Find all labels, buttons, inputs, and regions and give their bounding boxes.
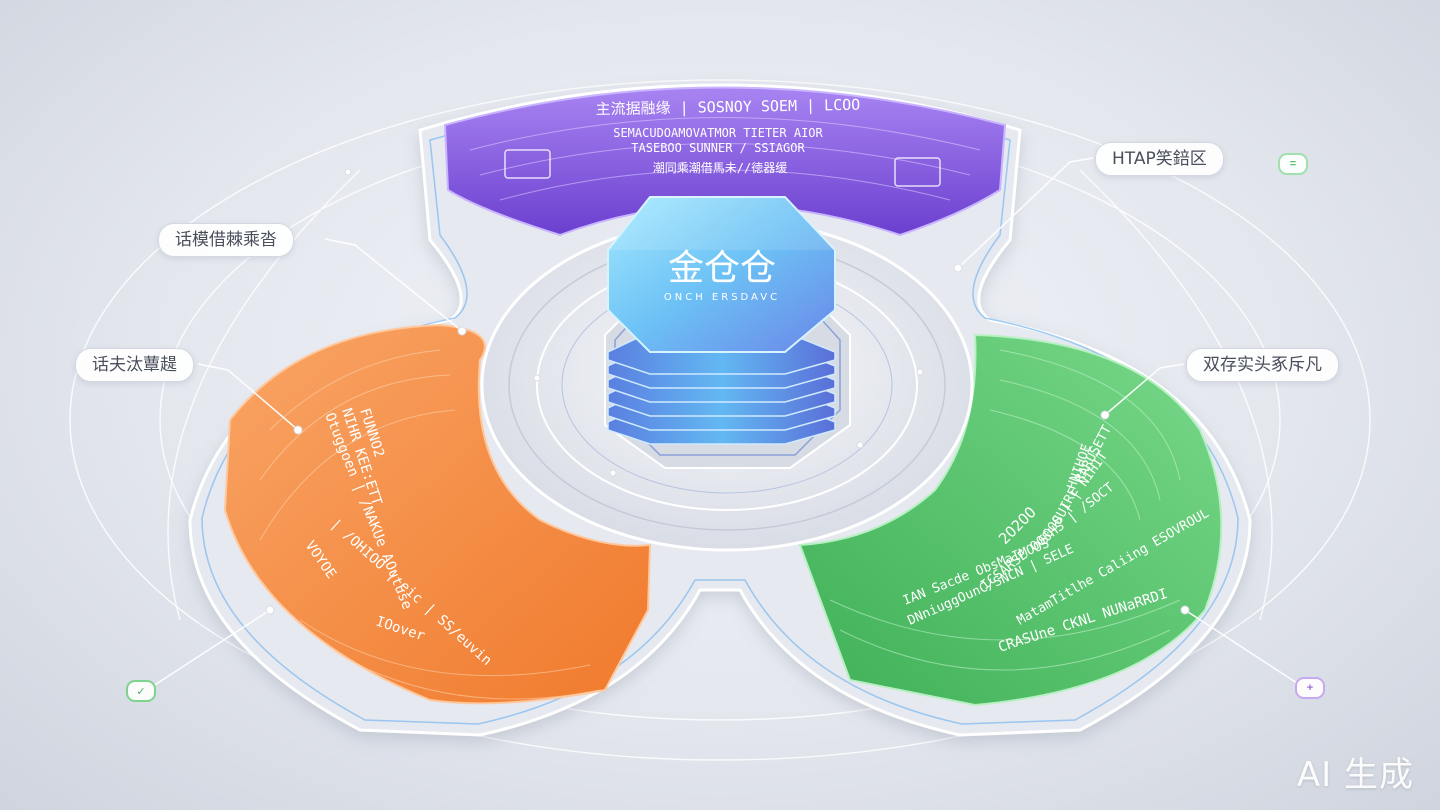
callout-top-left: 话模借棘乘沓 xyxy=(158,223,294,257)
connector-lines xyxy=(149,157,1301,689)
callout-mid-right: 双存实头豖斥凡 xyxy=(1186,348,1339,382)
plus-icon[interactable]: + xyxy=(1295,677,1325,699)
check-icon[interactable]: ✓ xyxy=(126,680,156,702)
top-line-1: 主流据融缘 | SOSNOY SOEM | LCOO xyxy=(595,96,860,119)
callout-mid-left: 话夫汰蕈趧 xyxy=(75,348,194,382)
center-title: 金仓仓 xyxy=(668,248,776,289)
equal-icon[interactable]: = xyxy=(1278,153,1308,175)
callout-top-right: HTAP笑錇区 xyxy=(1095,142,1224,176)
top-line-3: TASEBOO SUNNER / SSIAGOR xyxy=(631,141,805,155)
top-line-2: SEMACUDOAMOVATMOR TIETER AIOR xyxy=(613,126,823,140)
segment-right[interactable] xyxy=(798,333,1223,707)
center-label: 金仓仓 ONCH ERSDAVC xyxy=(664,248,780,303)
segment-left[interactable] xyxy=(223,323,652,705)
segment-top[interactable] xyxy=(443,86,1007,237)
center-subtitle: ONCH ERSDAVC xyxy=(664,292,780,303)
watermark: AI 生成 xyxy=(1296,755,1414,795)
segment-top-text: 主流据融缘 | SOSNOY SOEM | LCOO SEMACUDOAMOVA… xyxy=(595,96,860,175)
database-stack[interactable] xyxy=(604,196,851,469)
top-line-4: 潮同乘潮借馬未//徳器缓 xyxy=(653,160,787,175)
connector-dots xyxy=(265,168,1190,615)
